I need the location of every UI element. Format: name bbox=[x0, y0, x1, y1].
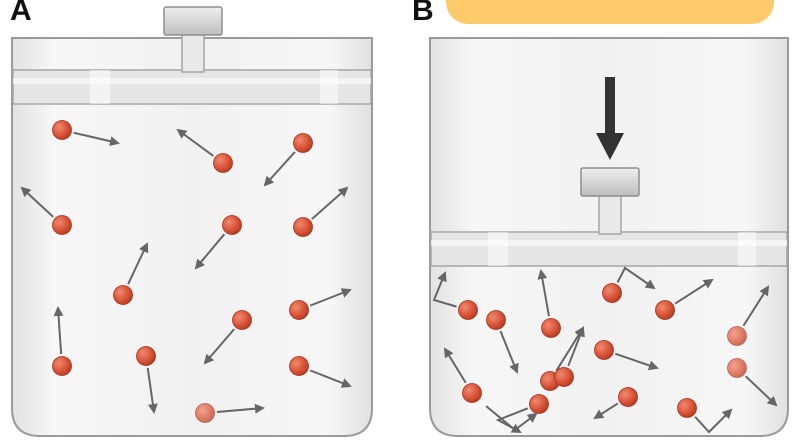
velocity-arrow bbox=[263, 151, 296, 187]
velocity-arrow bbox=[203, 328, 235, 365]
container-a-piston-rod bbox=[181, 33, 205, 73]
gas-molecule bbox=[113, 285, 133, 305]
gas-molecule bbox=[727, 326, 747, 346]
velocity-arrow bbox=[309, 288, 352, 307]
container-a-piston-cap bbox=[163, 6, 223, 36]
container-a-body bbox=[11, 37, 373, 437]
gas-molecule bbox=[727, 358, 747, 378]
velocity-arrow bbox=[53, 306, 64, 355]
container-b-piston-rod bbox=[598, 193, 622, 235]
molecules-a bbox=[20, 120, 352, 423]
panel-label-b: B bbox=[412, 0, 434, 27]
velocity-arrow bbox=[20, 186, 54, 218]
gas-molecule bbox=[232, 310, 252, 330]
velocity-arrow bbox=[567, 326, 585, 367]
velocity-arrow bbox=[537, 269, 550, 317]
gas-molecule bbox=[486, 310, 506, 330]
container-a bbox=[11, 6, 373, 437]
velocity-arrow bbox=[73, 131, 120, 147]
gas-molecule bbox=[289, 300, 309, 320]
panel-b-banner bbox=[446, 0, 774, 24]
velocity-arrow bbox=[127, 242, 149, 285]
down-arrow-icon bbox=[596, 77, 624, 160]
gas-molecule bbox=[655, 300, 675, 320]
gas-molecule bbox=[222, 215, 242, 235]
gas-molecule bbox=[293, 133, 313, 153]
velocity-arrow bbox=[499, 330, 519, 374]
velocity-arrow bbox=[194, 233, 226, 270]
velocity-arrow bbox=[593, 402, 619, 420]
gas-molecule bbox=[462, 383, 482, 403]
gas-molecule bbox=[677, 398, 697, 418]
gas-molecule bbox=[602, 283, 622, 303]
container-a-piston-plate bbox=[12, 69, 372, 105]
velocity-arrow bbox=[432, 271, 457, 308]
velocity-arrow bbox=[176, 128, 214, 157]
container-b bbox=[429, 37, 789, 437]
gas-molecule bbox=[195, 403, 215, 423]
velocity-arrow bbox=[674, 278, 714, 305]
gas-molecule bbox=[618, 387, 638, 407]
gas-molecule bbox=[289, 356, 309, 376]
molecules-b bbox=[432, 266, 778, 434]
gas-molecule bbox=[52, 356, 72, 376]
container-b-piston-cap bbox=[580, 167, 640, 197]
velocity-arrow bbox=[745, 375, 778, 407]
gas-molecule bbox=[52, 215, 72, 235]
velocity-arrow bbox=[443, 347, 467, 384]
gas-molecule bbox=[554, 367, 574, 387]
velocity-arrow bbox=[309, 369, 352, 388]
gas-molecule bbox=[594, 340, 614, 360]
velocity-arrow bbox=[742, 285, 770, 327]
gas-molecule bbox=[529, 394, 549, 414]
velocity-arrow bbox=[146, 367, 158, 414]
velocity-arrow bbox=[216, 403, 265, 414]
velocity-arrow bbox=[694, 408, 733, 434]
gas-molecule bbox=[136, 346, 156, 366]
container-b-piston-plate bbox=[430, 231, 788, 267]
gas-molecule bbox=[293, 217, 313, 237]
gas-molecule bbox=[541, 318, 561, 338]
gas-molecule bbox=[458, 300, 478, 320]
velocity-arrow bbox=[616, 266, 656, 290]
velocity-arrow bbox=[485, 405, 538, 432]
velocity-arrow bbox=[615, 352, 659, 371]
panel-label-a: A bbox=[10, 0, 32, 27]
velocity-arrow bbox=[311, 186, 349, 220]
gas-molecule bbox=[213, 153, 233, 173]
gas-molecule bbox=[52, 120, 72, 140]
